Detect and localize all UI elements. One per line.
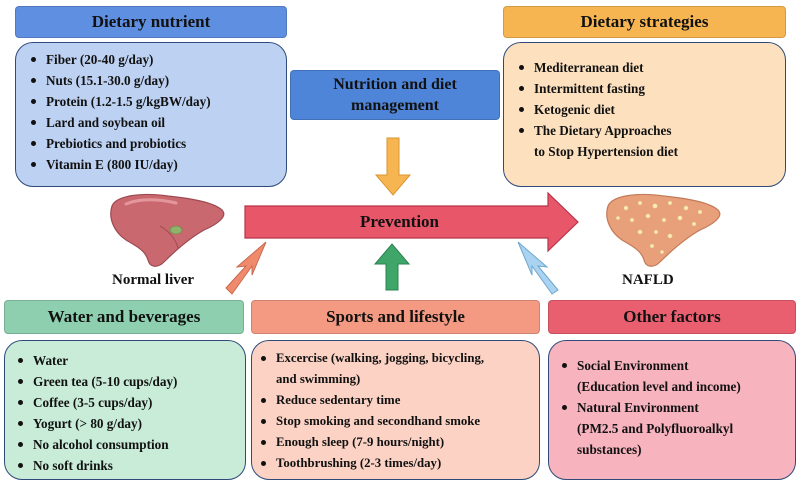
sports-item: Reduce sedentary time — [258, 390, 531, 411]
other-item-line: (Education level and income) — [577, 379, 741, 394]
water-item: Yogurt (> 80 g/day) — [15, 413, 235, 434]
water-item: Coffee (3-5 cups/day) — [15, 392, 235, 413]
dietary-strategies-title: Dietary strategies — [580, 12, 709, 31]
dietary-nutrient-box: Fiber (20-40 g/day) Nuts (15.1-30.0 g/da… — [15, 42, 287, 187]
other-factors-box: Social Environment (Education level and … — [548, 340, 796, 480]
nafld-label: NAFLD — [622, 272, 674, 288]
nutrition-management-line1: Nutrition and diet — [333, 76, 457, 93]
water-item: No soft drinks — [15, 455, 235, 476]
other-diagonal-arrow — [517, 241, 559, 295]
nutrient-item: Vitamin E (800 IU/day) — [28, 154, 276, 175]
prevention-label: Prevention — [360, 212, 440, 231]
other-factors-header: Other factors — [548, 300, 796, 334]
sports-up-arrow — [373, 243, 411, 291]
strategy-item: Ketogenic diet — [516, 99, 775, 120]
sports-item: Stop smoking and secondhand smoke — [258, 411, 531, 432]
dietary-nutrient-header: Dietary nutrient — [15, 6, 287, 38]
nutrient-item: Prebiotics and probiotics — [28, 133, 276, 154]
nutrient-item: Fiber (20-40 g/day) — [28, 49, 276, 70]
nutrition-management-line2: management — [351, 97, 439, 114]
normal-liver-icon — [110, 193, 225, 267]
strategy-item-line: The Dietary Approaches — [534, 123, 672, 138]
prevention-arrow — [244, 191, 579, 253]
nutrient-item: Lard and soybean oil — [28, 112, 276, 133]
strategy-item: Intermittent fasting — [516, 78, 775, 99]
sports-lifestyle-header: Sports and lifestyle — [251, 300, 540, 334]
nutrition-management-header: Nutrition and diet management — [290, 70, 500, 120]
sports-item: Enough sleep (7-9 hours/night) — [258, 432, 531, 453]
sports-lifestyle-box: Excercise (walking, jogging, bicycling, … — [251, 340, 540, 480]
nutrient-item: Nuts (15.1-30.0 g/day) — [28, 70, 276, 91]
other-item-line: Natural Environment — [577, 400, 699, 415]
nutrition-down-arrow — [374, 137, 412, 196]
other-factors-title: Other factors — [623, 307, 721, 326]
sports-item: Toothbrushing (2-3 times/day) — [258, 453, 531, 474]
sports-item-line: Excercise (walking, jogging, bicycling, — [276, 351, 485, 365]
sports-item-line: and swimming) — [276, 372, 361, 386]
other-item: Social Environment (Education level and … — [559, 355, 787, 397]
dietary-strategies-header: Dietary strategies — [503, 6, 786, 38]
sports-lifestyle-title: Sports and lifestyle — [326, 307, 465, 326]
dietary-strategies-box: Mediterranean diet Intermittent fasting … — [503, 42, 786, 187]
water-beverages-box: Water Green tea (5-10 cups/day) Coffee (… — [4, 340, 246, 480]
nutrient-item: Protein (1.2-1.5 g/kgBW/day) — [28, 91, 276, 112]
other-item-line: substances) — [577, 442, 642, 457]
nafld-liver-icon — [606, 193, 721, 267]
water-beverages-header: Water and beverages — [4, 300, 244, 334]
other-item-line: Social Environment — [577, 358, 689, 373]
other-item: Natural Environment (PM2.5 and Polyfluor… — [559, 397, 787, 460]
normal-liver-label: Normal liver — [112, 272, 195, 288]
sports-item: Excercise (walking, jogging, bicycling, … — [258, 348, 531, 390]
other-item-line: (PM2.5 and Polyfluoroalkyl — [577, 421, 734, 436]
dietary-nutrient-title: Dietary nutrient — [91, 12, 211, 31]
water-diagonal-arrow — [225, 241, 267, 295]
strategy-item: Mediterranean diet — [516, 57, 775, 78]
water-beverages-title: Water and beverages — [47, 307, 201, 326]
water-item: Water — [15, 350, 235, 371]
water-item: No alcohol consumption — [15, 434, 235, 455]
strategy-item: The Dietary Approaches to Stop Hypertens… — [516, 120, 775, 162]
strategy-item-line: to Stop Hypertension diet — [534, 144, 678, 159]
water-item: Green tea (5-10 cups/day) — [15, 371, 235, 392]
